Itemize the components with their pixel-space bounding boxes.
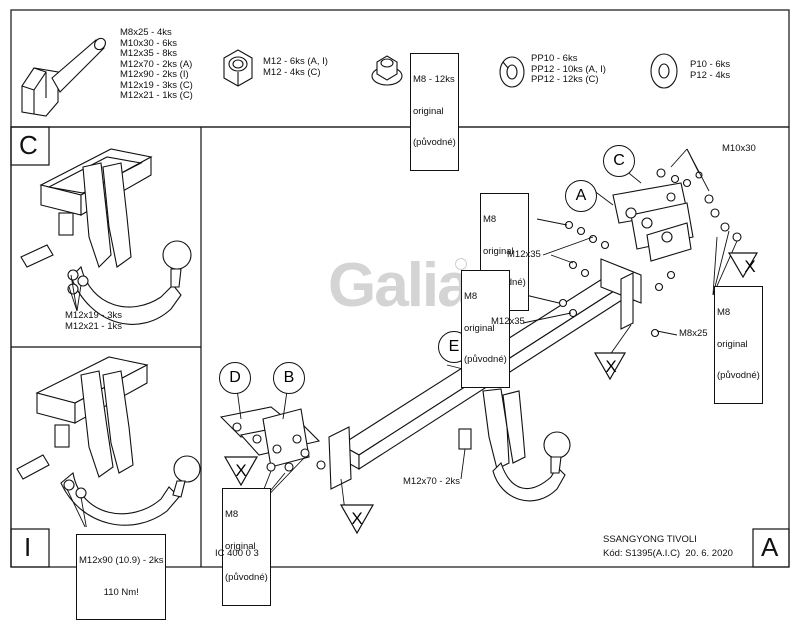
label-line: original (717, 338, 748, 350)
flange-nut-icon (371, 55, 403, 86)
washer-spec: PP12 - 10ks (A, I) (531, 63, 606, 75)
label-line: M8 (717, 307, 731, 318)
label-line: original (464, 322, 495, 334)
washer-spec: PP10 - 6ks (531, 53, 578, 64)
variant-c-towbar-drawing (20, 148, 192, 325)
bolt-spec: M10x30 - 6ks (120, 37, 178, 49)
registered-mark (455, 258, 467, 270)
bolts-list: M8x25 - 4ks M10x30 - 6ks M12x35 - 8ks M1… (120, 27, 193, 102)
m12x35-low-label: M12x35 (491, 316, 525, 327)
bolt-spec: M12x19 - 3ks (65, 310, 123, 321)
label-line: (původné) (413, 137, 456, 148)
bolt-spec: M8x25 - 4ks (120, 27, 172, 38)
label-line: M8 (464, 291, 478, 302)
label-line: M12x90 (10.9) - 2ks (79, 555, 164, 566)
hex-nut-icon (223, 49, 253, 87)
label-line: M8 - 12ks (413, 74, 455, 85)
x-warning-label: X (235, 461, 247, 480)
bolt-icon (21, 37, 106, 117)
bolt-spec: M12x90 - 2ks (I) (120, 69, 189, 80)
spring-washer-icon (499, 56, 525, 88)
frame-lines (10, 9, 790, 568)
callout-a: A (565, 180, 597, 212)
assembly-sheet: M8x25 - 4ks M10x30 - 6ks M12x35 - 8ks M1… (10, 9, 790, 620)
nut-spec: M12 - 6ks (A, I) (263, 56, 328, 67)
bolt-spec: M12x70 - 2ks (A) (120, 58, 193, 70)
label-line: M8 (483, 214, 497, 225)
label-line: (původné) (225, 572, 268, 583)
original-nut-label: M8 - 12ks original (původné) (410, 53, 459, 171)
nuts-list: M12 - 6ks (A, I) M12 - 4ks (C) (263, 56, 328, 78)
x-warning-label: X (605, 357, 617, 376)
label-line: original (225, 540, 256, 552)
product-code-date: Kód: S1395(A.I.C) 20. 6. 2020 (603, 548, 733, 559)
label-line: M8 (225, 509, 239, 520)
flat-washer-icon (650, 53, 678, 89)
label-line: 110 Nm! (103, 586, 139, 598)
nut-spec: M12 - 4ks (C) (263, 66, 321, 78)
washer-spec: PP12 - 12ks (C) (531, 74, 599, 85)
m12x70-label: M12x70 - 2ks (403, 476, 461, 487)
variant-c-letter: C (19, 130, 38, 160)
flat-washers-list: P10 - 6ks P12 - 4ks (690, 59, 731, 81)
drawing-reference: IC 400 0 3 (215, 548, 259, 559)
callout-d: D (219, 362, 251, 394)
bolt-spec: M12x19 - 3ks (C) (120, 79, 193, 91)
m8-original-right-label: M8 original (původné) (714, 286, 763, 404)
callout-b: B (273, 362, 305, 394)
callout-c: C (603, 145, 635, 177)
x-warning-label: X (744, 257, 756, 276)
m8x25-label: M8x25 (679, 328, 708, 339)
washer-spec: P12 - 4ks (690, 69, 731, 81)
m12x35-top-label: M12x35 (507, 249, 541, 260)
variant-a-letter: A (761, 532, 779, 562)
spring-washers-list: PP10 - 6ks PP12 - 10ks (A, I) PP12 - 12k… (531, 53, 606, 86)
label-line: (původné) (717, 370, 760, 381)
x-warning-label: X (351, 509, 363, 528)
bolt-spec: M12x21 - 1ks (C) (120, 90, 193, 101)
variant-i-letter: I (24, 532, 32, 562)
label-line: original (413, 105, 444, 117)
washer-spec: P10 - 6ks (690, 59, 731, 70)
variant-i-bolt-label: M12x90 (10.9) - 2ks 110 Nm! (76, 534, 167, 620)
label-line: (původné) (464, 354, 507, 365)
m10x30-label: M10x30 (722, 143, 756, 154)
label-line: original (483, 245, 514, 257)
m8-original-bottom-label: M8 original (původné) (222, 488, 271, 606)
variant-c-bolts: M12x19 - 3ks M12x21 - 1ks (65, 310, 123, 332)
variant-i-towbar-drawing (16, 356, 201, 527)
bolt-spec: M12x35 - 8ks (120, 48, 178, 59)
bolt-spec: M12x21 - 1ks (65, 320, 123, 332)
vehicle-name: SSANGYONG TIVOLI (603, 534, 697, 545)
m8-original-mid-label: M8 original (původné) (461, 270, 510, 388)
galia-watermark: Galia (328, 251, 472, 320)
